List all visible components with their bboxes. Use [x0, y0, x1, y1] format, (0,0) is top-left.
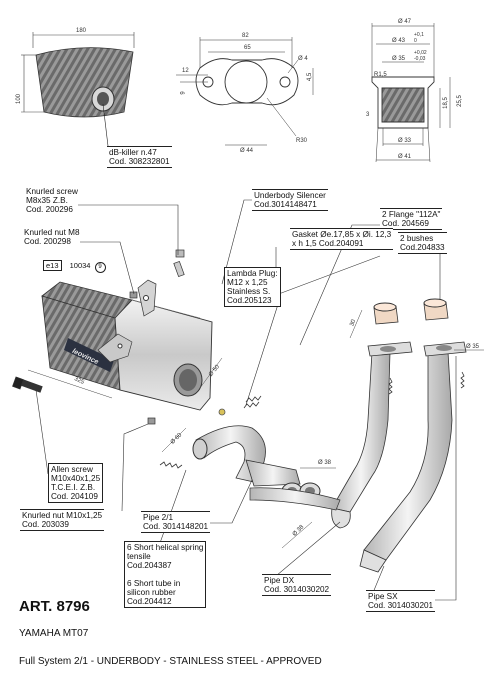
- db-killer-code: Cod. 308232801: [109, 157, 170, 166]
- dim-d47: Ø 47: [398, 19, 412, 25]
- dim-d38-a: Ø 38: [318, 460, 332, 466]
- gasket-code: x h 1,5 Cod.204091: [292, 239, 364, 248]
- dim-12: 12: [182, 68, 189, 74]
- pipesx-name: Pipe SX: [368, 592, 398, 601]
- dim-r30: R30: [296, 138, 308, 144]
- bushes-name: 2 bushes: [400, 234, 434, 243]
- label-lambda-plug: Lambda Plug: M12 x 1,25 Stainless S. Cod…: [224, 267, 281, 307]
- underbody-silencer-drawing: leovince: [41, 279, 213, 411]
- gasket-name: Gasket Øe.17,85 x Øi. 12,3: [292, 230, 392, 239]
- e13-mark: e13: [43, 260, 62, 271]
- label-springs-tubes: 6 Short helical spring tensile Cod.20438…: [124, 541, 207, 608]
- pipe21-code: Cod. 3014148201: [143, 522, 209, 531]
- allen-type: T.C.E.I. Z.B.: [51, 483, 96, 492]
- knurled-nut-m10-name: Knurled nut M10x1,25: [22, 511, 103, 520]
- dim-d35-main: Ø 35: [466, 344, 480, 350]
- knurled-nut-m8-code: Cod. 200298: [24, 237, 71, 246]
- db-killer-label: dB-killer n.47 Cod. 308232801: [107, 146, 172, 168]
- label-pipe-sx: Pipe SX Cod. 3014030201: [366, 590, 436, 612]
- bush-section-drawing: [371, 23, 451, 163]
- knurled-nut-m8-name: Knurled nut M8: [24, 228, 80, 237]
- knurled-screw-spec: M8x35 Z.B.: [26, 196, 68, 205]
- dim-d4: Ø 4: [298, 56, 308, 62]
- flange-name: 2 Flange "112A": [382, 210, 441, 219]
- dim-d43-tolerance: +0,1 0: [414, 32, 424, 44]
- header-pipes-drawing: [249, 298, 467, 573]
- knurled-nut-m10-code: Cod. 203039: [22, 520, 69, 529]
- dim-25-5: 25,5: [456, 95, 463, 107]
- dim-18-5: 18,5: [442, 97, 449, 109]
- dim-d35: Ø 35: [392, 56, 406, 62]
- lambda-code: Cod.205123: [227, 296, 272, 305]
- label-knurled-nut-m8: Knurled nut M8 Cod. 200298: [24, 228, 80, 246]
- dim-d44: Ø 44: [240, 148, 254, 154]
- allen-spec: M10x40x1,25: [51, 474, 101, 483]
- dim-100: 100: [16, 93, 23, 105]
- label-allen-screw: Allen screw M10x40x1,25 T.C.E.I. Z.B. Co…: [48, 463, 104, 503]
- dim-d33: Ø 33: [398, 138, 412, 144]
- label-pipe-2-1: Pipe 2/1 Cod. 3014148201: [141, 511, 211, 533]
- knurled-screw-name: Knurled screw: [26, 187, 78, 196]
- tubes-name: 6 Short tube in: [127, 579, 181, 588]
- pipesx-code: Cod. 3014030201: [368, 601, 434, 610]
- springs-name: 6 Short helical spring: [127, 543, 204, 552]
- springs-spacer: [127, 570, 203, 579]
- label-underbody-silencer: Underbody Silencer Cod.3014148471: [252, 189, 328, 211]
- lambda-thread: M12 x 1,25: [227, 278, 268, 287]
- flange-drawing: [176, 37, 314, 146]
- pipe21-name: Pipe 2/1: [143, 513, 174, 522]
- dim-d43: Ø 43: [392, 38, 406, 44]
- underbody-code: Cod.3014148471: [254, 200, 317, 209]
- main-dimension-lines: [27, 309, 484, 549]
- knurled-screw-code: Cod. 200296: [26, 205, 73, 214]
- dim-82: 82: [242, 33, 249, 39]
- allen-name: Allen screw: [51, 465, 93, 474]
- springs-type: tensile: [127, 552, 151, 561]
- lambda-material: Stainless S.: [227, 287, 271, 296]
- tubes-material: silicon rubber: [127, 588, 176, 597]
- label-knurled-screw: Knurled screw M8x35 Z.B. Cod. 200296: [26, 187, 78, 214]
- dim-180: 180: [76, 28, 87, 34]
- allen-code: Cod. 204109: [51, 492, 98, 501]
- pipedx-code: Cod. 3014030202: [264, 585, 330, 594]
- homologation-number: 10034: [69, 261, 91, 270]
- system-description: Full System 2/1 - UNDERBODY - STAINLESS …: [19, 656, 322, 667]
- db-killer-name: dB-killer n.47: [109, 148, 157, 157]
- label-flange: 2 Flange "112A" Cod. 204569: [380, 208, 443, 230]
- homologation-circle-number: 9: [94, 262, 106, 273]
- label-gasket: Gasket Øe.17,85 x Øi. 12,3 x h 1,5 Cod.2…: [290, 228, 394, 250]
- underbody-name: Underbody Silencer: [254, 191, 326, 200]
- dim-4-5: 4,5: [307, 72, 314, 82]
- dim-d35-tolerance: +0,02 -0,03: [414, 50, 427, 62]
- dim-d41: Ø 41: [398, 154, 412, 160]
- springs-code: Cod.204387: [127, 561, 172, 570]
- springs-drawing: [159, 371, 465, 469]
- article-number: ART. 8796: [19, 598, 90, 615]
- tubes-code: Cod.204412: [127, 597, 172, 606]
- label-bushes: 2 bushes Cod.204833: [398, 232, 447, 254]
- bushes-code: Cod.204833: [400, 243, 445, 252]
- lambda-name: Lambda Plug:: [227, 269, 278, 278]
- pipedx-name: Pipe DX: [264, 576, 295, 585]
- dim-9: 9: [180, 91, 187, 95]
- dim-65: 65: [244, 45, 251, 51]
- flange-code: Cod. 204569: [382, 219, 429, 228]
- dim-3: 3: [366, 112, 370, 118]
- label-pipe-dx: Pipe DX Cod. 3014030202: [262, 574, 332, 596]
- label-knurled-nut-m10: Knurled nut M10x1,25 Cod. 203039: [20, 509, 105, 531]
- model-name: YAMAHA MT07: [19, 628, 89, 639]
- db-killer-drawing: [21, 32, 135, 147]
- pipe-2-1-drawing: [192, 425, 321, 500]
- dim-r1-5: R1,5: [374, 72, 387, 78]
- homologation-badge: e13 10034 9: [43, 260, 106, 273]
